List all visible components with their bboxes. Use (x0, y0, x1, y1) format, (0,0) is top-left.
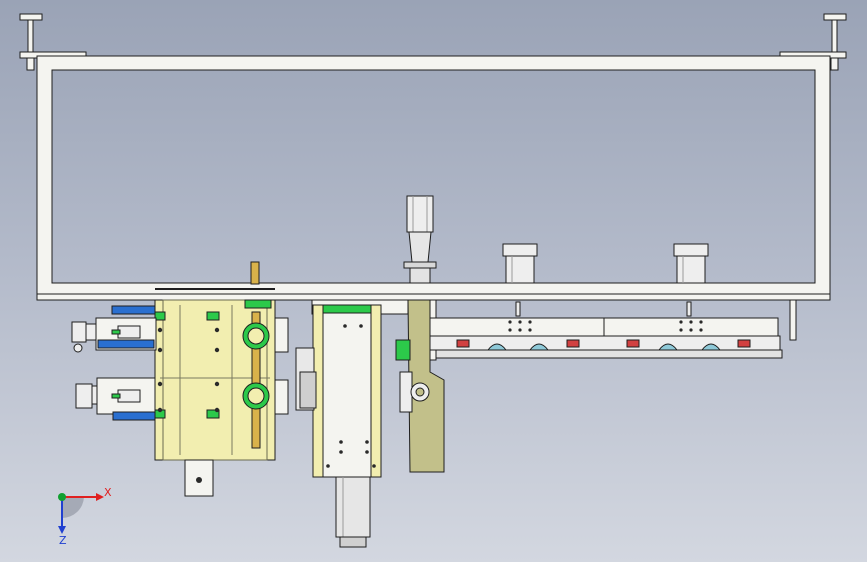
z-axis-label: Z (59, 534, 67, 547)
sensor-cup-left (502, 243, 538, 284)
sensor-cup-right (673, 243, 709, 284)
gripper-module (111, 299, 289, 497)
left-mounting-foot (19, 13, 87, 71)
x-axis-label: X (104, 486, 112, 499)
main-frame (36, 55, 831, 301)
upper-cylinder (71, 317, 157, 353)
olive-bracket (395, 299, 445, 473)
brass-pin (155, 261, 275, 290)
coordinate-triad-icon: X Z (58, 486, 112, 547)
vertical-nozzle (403, 195, 437, 284)
suction-rail (429, 299, 797, 361)
lower-cylinder (75, 377, 156, 421)
vertical-slide (295, 299, 409, 548)
